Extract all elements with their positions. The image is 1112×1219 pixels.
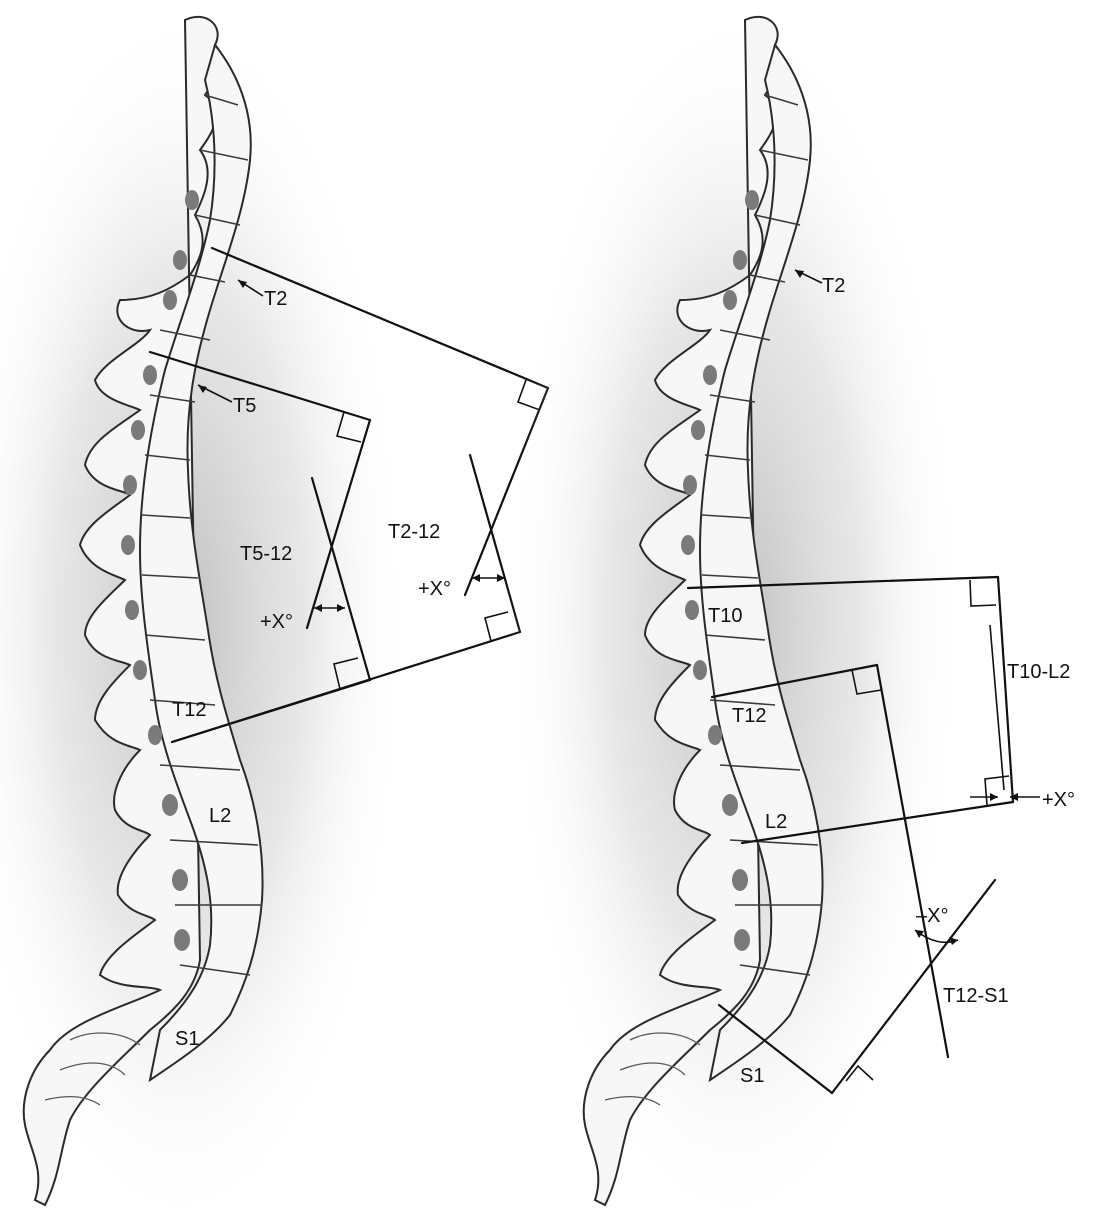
label-t2-right: T2 [822,275,845,297]
t10-right-angle-marker [970,580,996,606]
label-s1-left: S1 [175,1028,199,1050]
label-t12-left: T12 [172,699,206,721]
label-t10-right: T10 [708,605,742,627]
value-t12-s1-angle: –X° [916,905,948,927]
label-l2-left: L2 [209,805,231,827]
label-t10-l2-angle: T10-L2 [1007,661,1070,683]
label-l2-right: L2 [765,811,787,833]
value-t5-12-angle: +X° [260,611,293,633]
value-t2-12-angle: +X° [418,578,451,600]
t10-perpendicular [998,577,1013,802]
label-t5-left: T5 [233,395,256,417]
label-s1-right: S1 [740,1065,764,1087]
l2-right-angle-marker [985,776,1009,805]
label-t2-12-angle: T2-12 [388,521,440,543]
label-t12-s1-angle: T12-S1 [943,985,1009,1007]
right-angle-arrow-t10-l2 [970,793,1040,801]
label-t5-12-angle: T5-12 [240,543,292,565]
label-t2-left: T2 [264,288,287,310]
label-t12-right: T12 [732,705,766,727]
right-panel: T2 T10 T12 L2 S1 T10-L2 T12-S1 +X° –X° [505,0,1075,1219]
left-angle-arrow-t2-12 [472,574,505,582]
value-t10-l2-angle: +X° [1042,789,1075,811]
left-panel: T2 T5 T12 L2 S1 T5-12 T2-12 +X° +X° [0,0,548,1219]
